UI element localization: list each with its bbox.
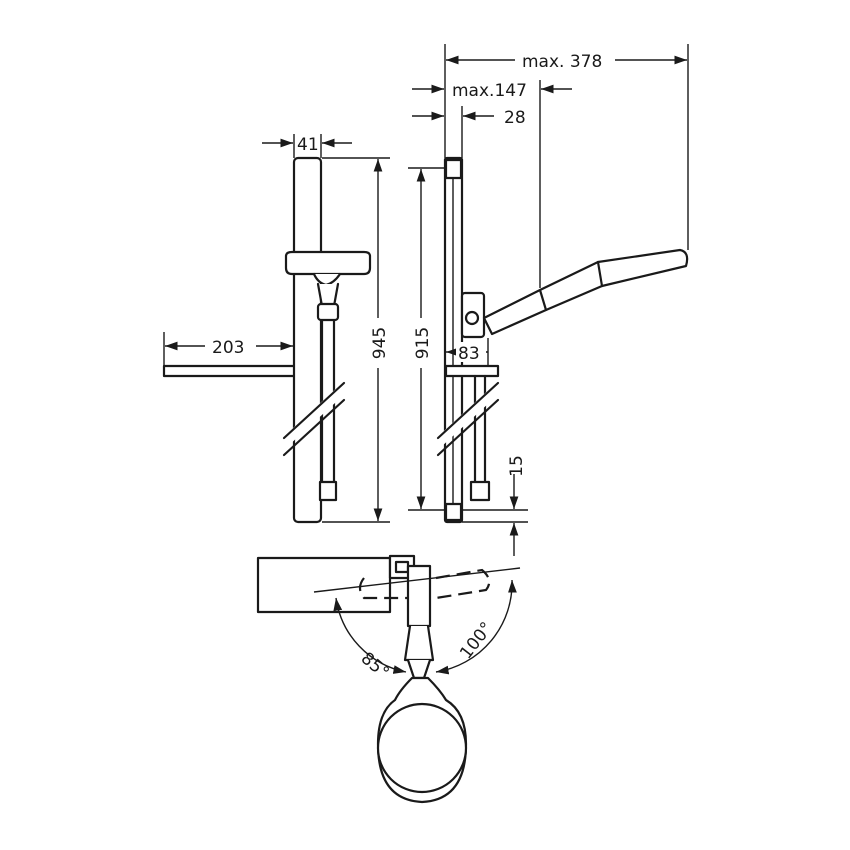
dim-15-label: 15 [507,455,527,477]
dim-28: 28 [412,106,526,158]
break-mark-side [434,381,502,457]
dim-max-147-label: max.147 [452,81,527,101]
dim-28-label: 28 [504,108,526,128]
dim-41: 41 [262,134,352,158]
dim-83: 83 [446,338,489,366]
dim-max-147: max.147 [412,80,572,288]
break-mark-front [280,381,348,457]
top-view: 85° 100° [256,554,521,804]
soap-dish-side [444,364,500,378]
angle-arc-85 [333,597,407,674]
dim-83-label: 83 [458,344,480,364]
dim-945-label: 945 [370,327,390,359]
dim-41-label: 41 [297,135,319,155]
shower-head-front [284,250,372,276]
dim-15: 15 [462,455,528,556]
front-view [162,156,372,524]
dim-915: 915 [408,167,444,511]
angle-85-label: 85° [357,649,393,684]
side-view [434,156,689,524]
hand-shower-side [482,248,689,336]
dim-max-378: max. 378 [444,44,689,250]
dim-max-378-label: max. 378 [522,52,602,72]
slide-bar-front [292,156,323,524]
dim-203-label: 203 [212,338,244,358]
dim-203: 203 [163,332,293,366]
dim-945: 945 [322,157,390,523]
angle-arc-100 [435,579,517,675]
dim-915-label: 915 [413,327,433,359]
soap-dish [162,364,297,378]
